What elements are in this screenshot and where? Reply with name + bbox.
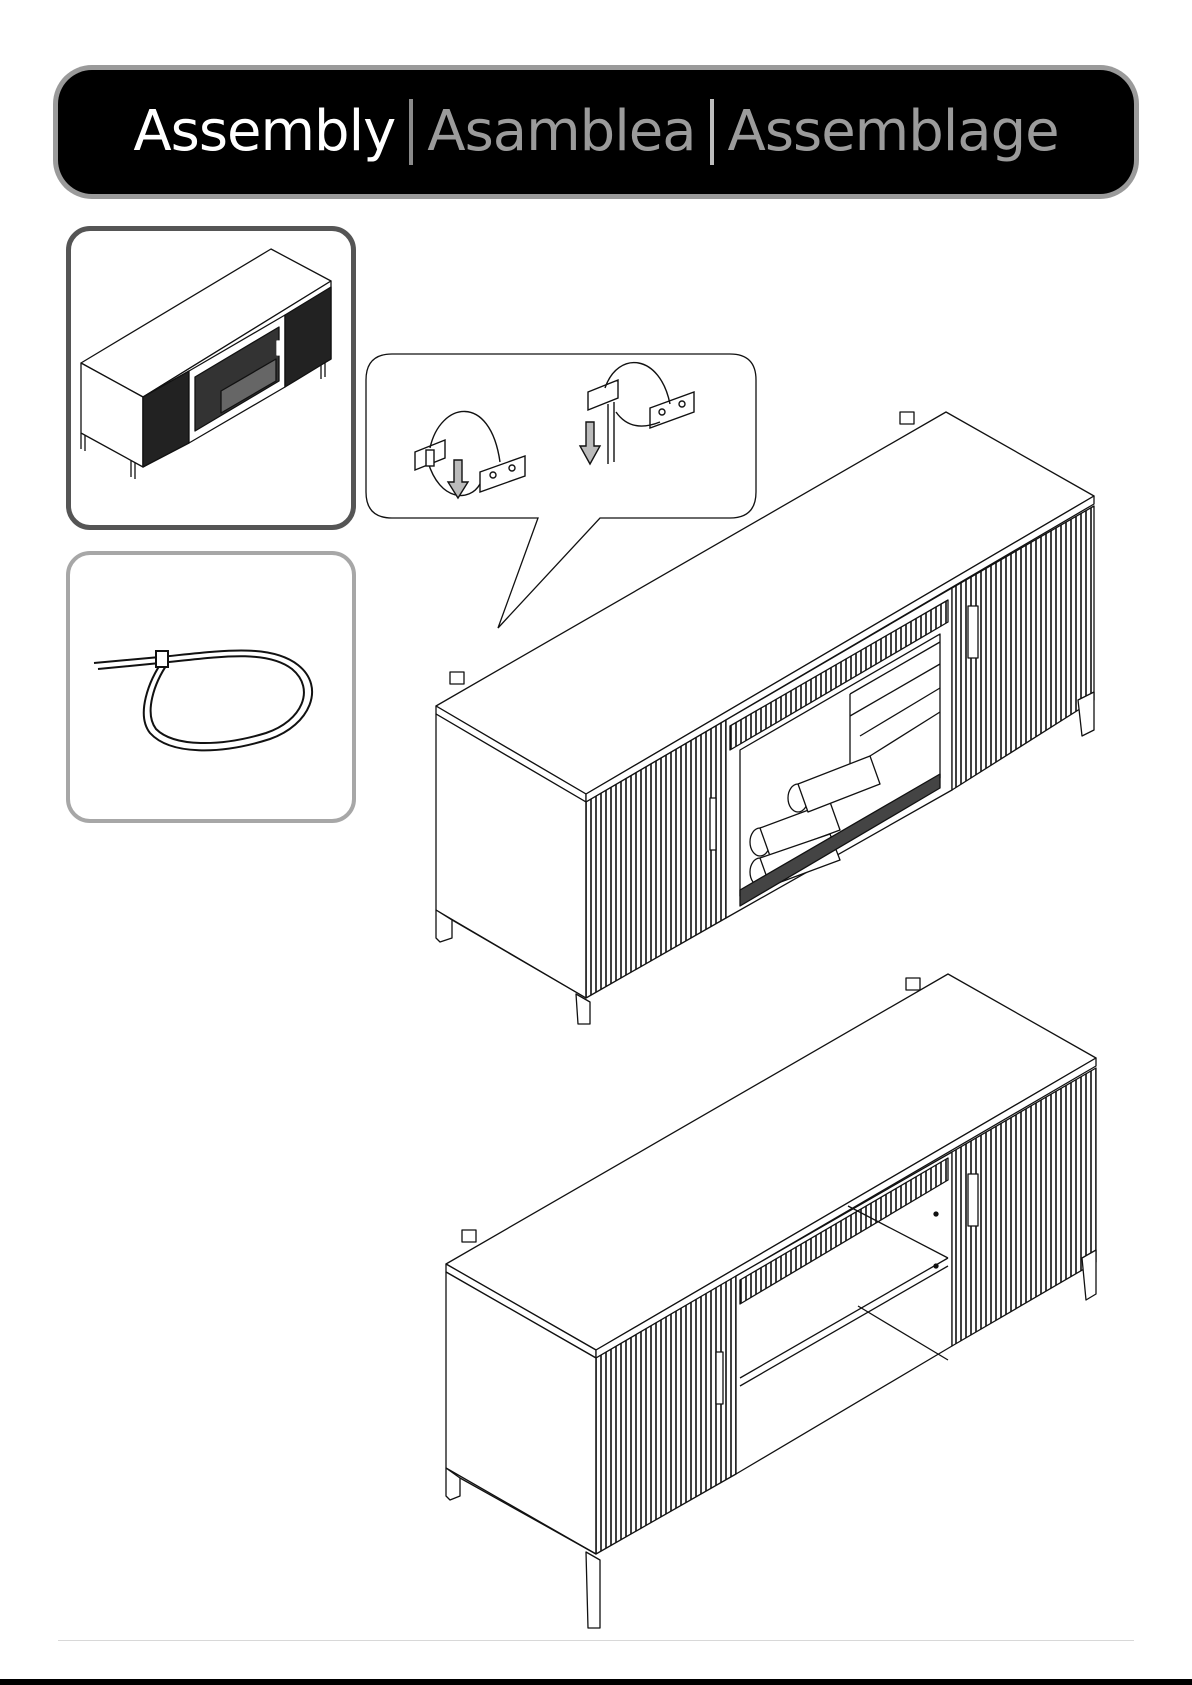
title-english: Assembly [133, 104, 395, 160]
wall-bracket [450, 672, 464, 684]
wall-bracket [900, 412, 914, 424]
hardware-panel [66, 551, 356, 823]
title-separator [409, 99, 413, 165]
cable-tie-icon [70, 555, 352, 819]
console-open-illustration [440, 968, 1120, 1638]
reference-thumbnail-panel [66, 226, 356, 530]
wall-bracket [906, 978, 920, 990]
title-spanish: Asamblea [427, 104, 695, 160]
fireplace-console-icon [71, 231, 351, 525]
page-header: Assembly Asamblea Assemblage [58, 70, 1134, 194]
title-separator [710, 99, 714, 165]
footer-rule [58, 1640, 1134, 1641]
wall-bracket [462, 1230, 476, 1242]
title-french: Assemblage [728, 104, 1059, 160]
bottom-edge-bar [0, 1679, 1192, 1685]
